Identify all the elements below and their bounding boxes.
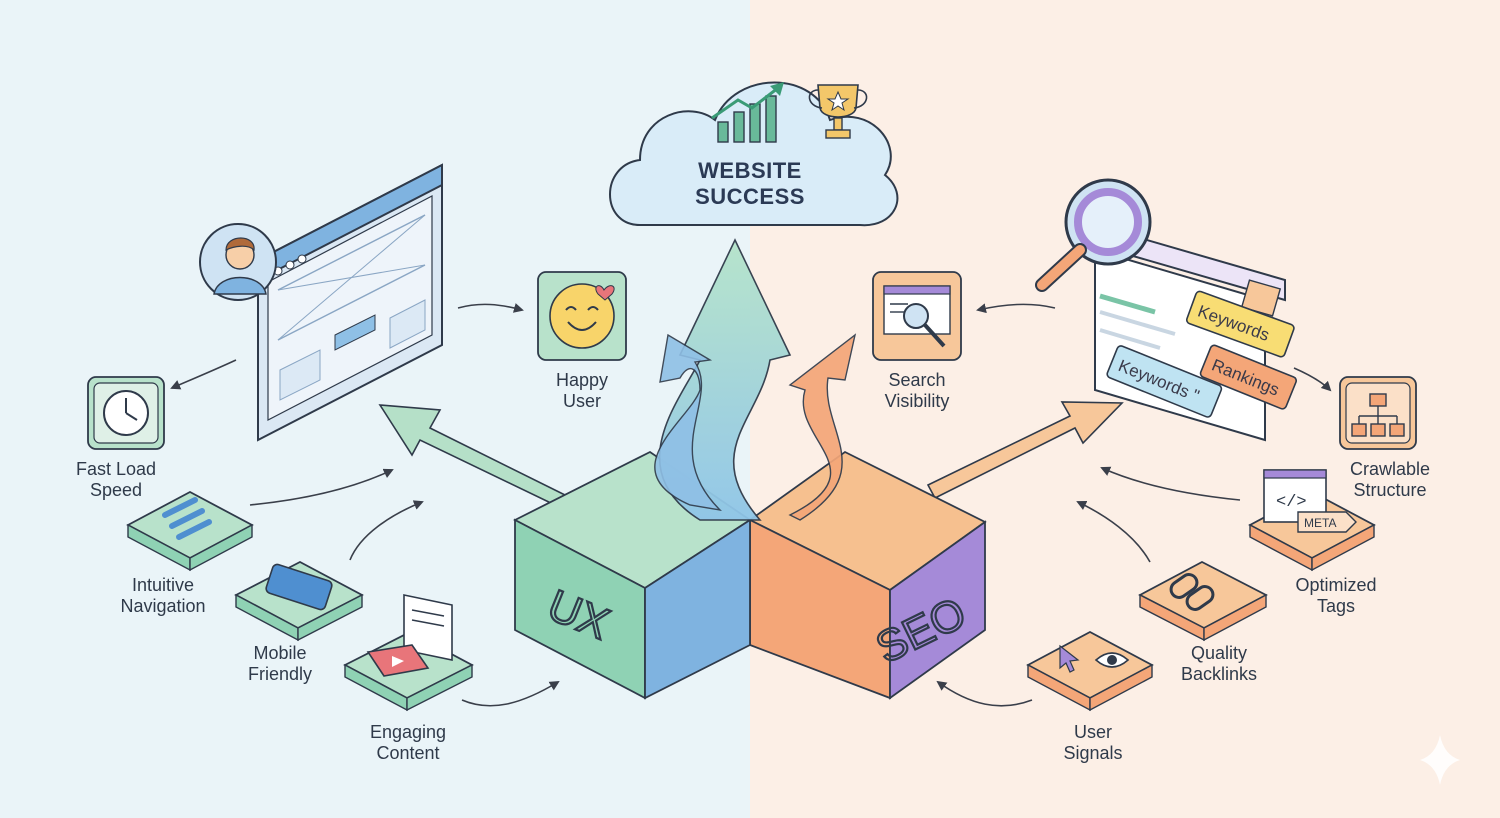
navigation-menu-icon	[126, 490, 254, 572]
magnifier-icon	[1035, 178, 1152, 292]
connector-arrows	[170, 303, 1332, 707]
crawlable-line-1: Crawlable	[1349, 459, 1431, 479]
tags-line-1: Optimized	[1295, 575, 1377, 595]
mobile-phone-icon	[234, 560, 364, 642]
user-signals-label: User Signals	[1033, 722, 1153, 764]
fast-load-line-2: Speed	[89, 480, 143, 500]
browser-wireframe-icon	[257, 163, 443, 442]
seo-cube	[748, 450, 987, 700]
visibility-line-1: Search	[888, 370, 946, 390]
cloud	[609, 81, 899, 227]
happy-user-line-2: User	[562, 391, 601, 411]
chain-link-icon	[1138, 560, 1268, 642]
ux-swirl-arrow	[654, 333, 723, 512]
backlinks-line-1: Quality	[1190, 643, 1248, 663]
video-content-icon	[343, 594, 474, 712]
navigation-line-1: Intuitive	[131, 575, 195, 595]
backlinks-label: Quality Backlinks	[1159, 643, 1279, 685]
crawlable-line-2: Structure	[1353, 480, 1427, 500]
mobile-label: Mobile Friendly	[220, 643, 340, 685]
backlinks-line-2: Backlinks	[1180, 664, 1258, 684]
goal-line-2: SUCCESS	[695, 184, 805, 209]
growth-chart-icon	[711, 82, 784, 143]
mobile-line-1: Mobile	[253, 643, 307, 663]
navigation-label: Intuitive Navigation	[103, 575, 223, 617]
fast-load-line-1: Fast Load	[75, 459, 157, 479]
clock-icon	[87, 376, 165, 450]
content-line-1: Engaging	[369, 722, 447, 742]
code-meta-tag-icon: </> META	[1248, 469, 1376, 572]
visibility-line-2: Visibility	[884, 391, 950, 411]
cursor-eye-icon	[1026, 630, 1154, 712]
fast-load-label: Fast Load Speed	[56, 459, 176, 501]
trophy-icon	[808, 84, 868, 139]
tags-line-2: Tags	[1316, 596, 1356, 616]
svg-text:</>: </>	[1276, 493, 1307, 512]
seo-big-arrow	[926, 401, 1124, 500]
goal-line-1: WEBSITE	[698, 158, 802, 183]
search-visibility-label: Search Visibility	[857, 370, 977, 412]
signals-line-2: Signals	[1063, 743, 1123, 763]
meta-tag-text: META	[1304, 516, 1336, 530]
crawlable-label: Crawlable Structure	[1330, 459, 1450, 501]
mobile-line-2: Friendly	[247, 664, 313, 684]
sparkle-icon	[1420, 735, 1460, 785]
happy-face-icon	[537, 271, 627, 361]
happy-user-label: Happy User	[532, 370, 632, 412]
signals-line-1: User	[1073, 722, 1112, 742]
content-line-2: Content	[376, 743, 440, 763]
ux-big-arrow	[378, 404, 567, 506]
search-visibility-icon	[872, 271, 962, 361]
navigation-line-2: Navigation	[120, 596, 206, 616]
sitemap-icon	[1339, 376, 1417, 450]
seo-swirl-arrow	[788, 333, 857, 521]
happy-user-line-1: Happy	[555, 370, 609, 390]
tags-label: Optimized Tags	[1276, 575, 1396, 617]
user-avatar-icon	[199, 223, 277, 301]
content-label: Engaging Content	[348, 722, 468, 764]
website-success-title: WEBSITE SUCCESS	[650, 158, 850, 210]
